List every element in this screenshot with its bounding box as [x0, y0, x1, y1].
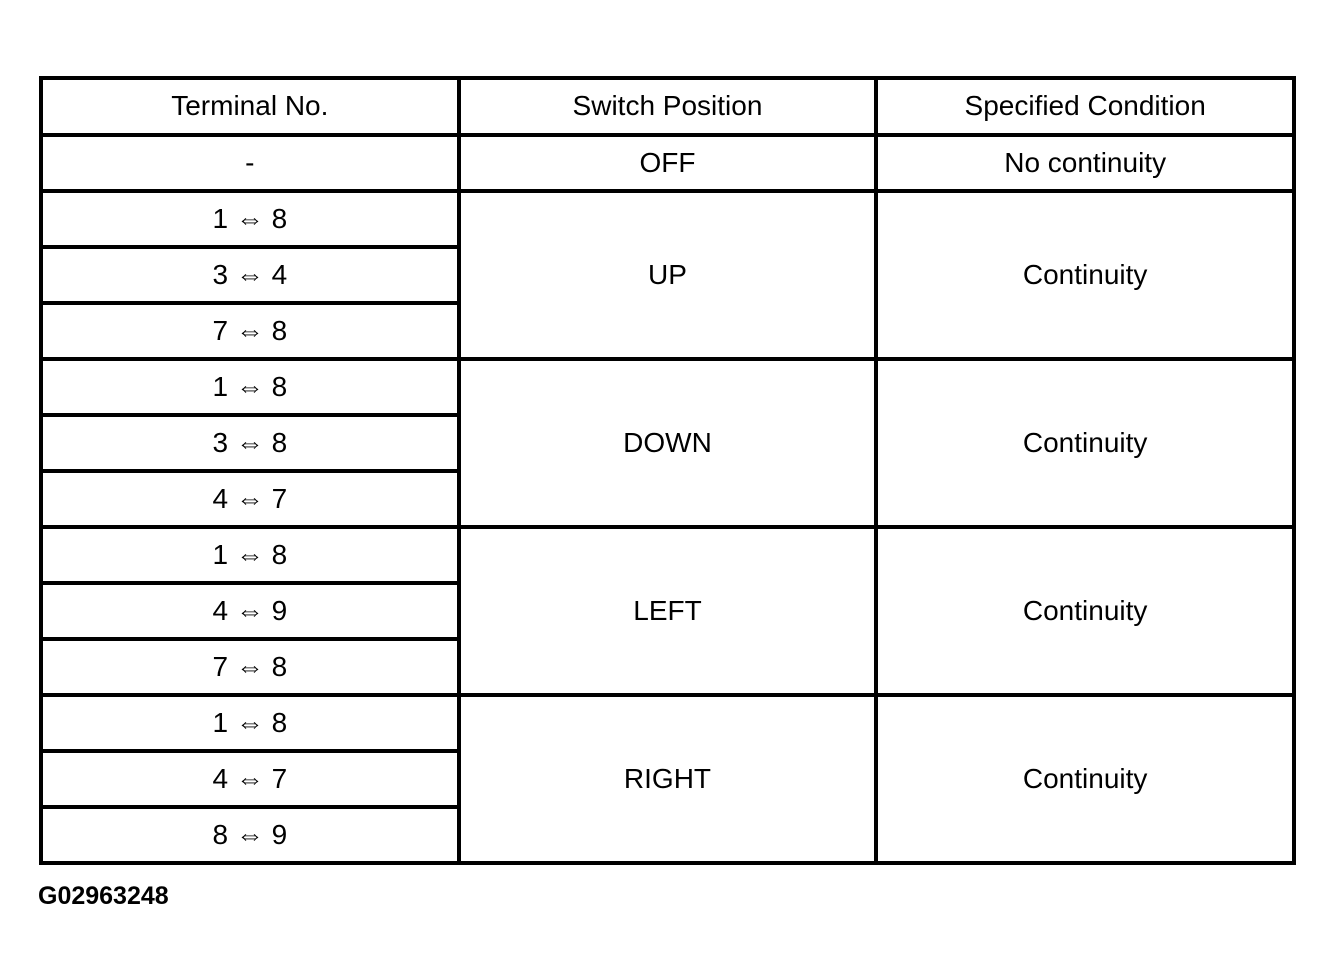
table-row-left-2: 4 ⇔ 9: [39, 581, 1294, 641]
switch-position-cell-left: LEFT: [456, 525, 879, 697]
table-row-right-3: 8 ⇔ 9: [39, 805, 1294, 865]
terminal-cell: 3 ⇔ 4: [39, 245, 461, 305]
table-row-off: - OFF No continuity: [39, 133, 1296, 193]
table-row-up-3: 7 ⇔ 8: [39, 301, 1294, 361]
terminal-cell: -: [39, 133, 461, 193]
specified-condition-cell-up: Continuity: [874, 189, 1296, 361]
table-row-left-3: 7 ⇔ 8: [39, 637, 1294, 697]
table-row-down-3: 4 ⇔ 7: [39, 469, 1294, 529]
column-header-specified-condition: Specified Condition: [874, 76, 1296, 137]
specified-condition-cell-off: No continuity: [874, 133, 1296, 193]
figure-code: G02963248: [38, 882, 169, 910]
terminal-cell: 4 ⇔ 7: [39, 469, 461, 529]
terminal-cell: 3 ⇔ 8: [39, 413, 461, 473]
table-row-down-2: 3 ⇔ 8: [39, 413, 1294, 473]
terminal-cell: 4 ⇔ 9: [39, 581, 461, 641]
switch-position-cell-right: RIGHT: [456, 693, 879, 865]
table-row-right-2: 4 ⇔ 7: [39, 749, 1294, 809]
terminal-cell: 4 ⇔ 7: [39, 749, 461, 809]
switch-position-cell-up: UP: [456, 189, 879, 361]
terminal-cell: 1 ⇔ 8: [39, 693, 461, 753]
terminal-cell: 1 ⇔ 8: [39, 525, 461, 585]
specified-condition-cell-down: Continuity: [874, 357, 1296, 529]
table-row-left-1: 1 ⇔ 8 LEFT Continuity: [39, 525, 1296, 697]
table-row-up-1: 1 ⇔ 8 UP Continuity: [39, 189, 1296, 361]
specified-condition-cell-right: Continuity: [874, 693, 1296, 865]
column-header-terminal-no: Terminal No.: [39, 76, 461, 137]
table-header-row: Terminal No. Switch Position Specified C…: [39, 76, 1296, 137]
table-row-right-1: 1 ⇔ 8 RIGHT Continuity: [39, 693, 1296, 865]
terminal-cell: 7 ⇔ 8: [39, 301, 461, 361]
switch-continuity-table: Terminal No. Switch Position Specified C…: [39, 76, 1296, 865]
table-row-down-1: 1 ⇔ 8 DOWN Continuity: [39, 357, 1296, 529]
column-header-switch-position: Switch Position: [456, 76, 879, 137]
terminal-cell: 8 ⇔ 9: [39, 805, 461, 865]
table-row-up-2: 3 ⇔ 4: [39, 245, 1294, 305]
specified-condition-cell-left: Continuity: [874, 525, 1296, 697]
terminal-cell: 1 ⇔ 8: [39, 357, 461, 417]
terminal-cell: 1 ⇔ 8: [39, 189, 461, 249]
terminal-cell: 7 ⇔ 8: [39, 637, 461, 697]
switch-position-cell-down: DOWN: [456, 357, 879, 529]
switch-position-cell-off: OFF: [456, 133, 879, 193]
